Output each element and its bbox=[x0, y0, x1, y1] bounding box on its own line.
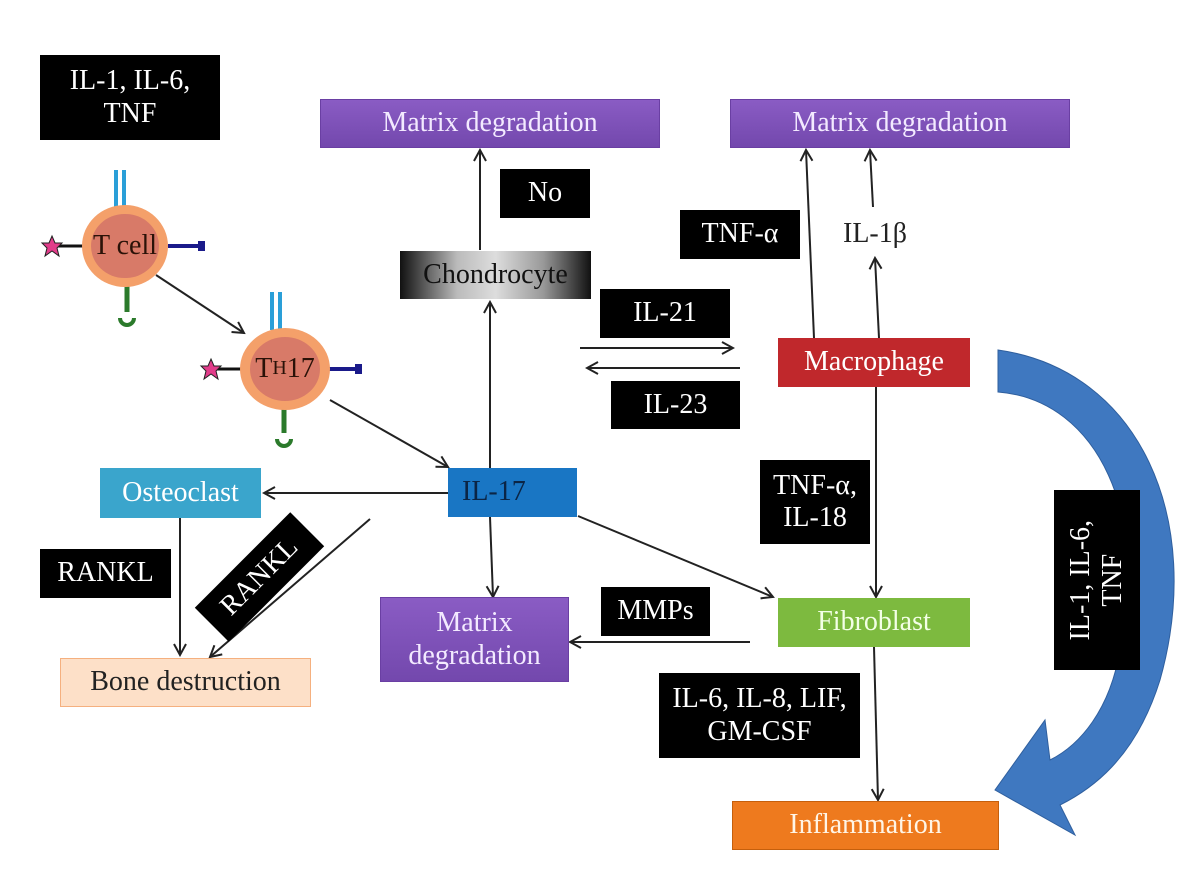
label-line: TNF bbox=[1097, 553, 1129, 607]
node-bone-destruction: Bone destruction bbox=[60, 658, 311, 707]
label-il21: IL-21 bbox=[600, 289, 730, 338]
label-line: IL-18 bbox=[783, 502, 847, 533]
arrow-il17-to-fibroblast bbox=[577, 515, 773, 597]
arrow-il1b-to-matrix bbox=[870, 150, 873, 208]
label-line: TNF bbox=[103, 97, 157, 129]
node-matrix-degradation-top-left: Matrix degradation bbox=[320, 99, 660, 148]
label-line: IL-6, IL-8, LIF, bbox=[672, 683, 847, 715]
node-macrophage: Macrophage bbox=[778, 338, 970, 387]
node-inflammation: Inflammation bbox=[732, 801, 999, 850]
arrow-tcell-to-th17 bbox=[155, 274, 244, 333]
label-line: IL-1, IL-6, bbox=[69, 65, 191, 97]
label-cytokines-top-left: IL-1, IL-6, TNF bbox=[40, 55, 220, 140]
node-fibroblast: Fibroblast bbox=[778, 598, 970, 647]
t-cell-label: T cell bbox=[91, 214, 159, 278]
th17-label-main: T bbox=[255, 352, 273, 384]
label-line: IL-1, IL-6, bbox=[1064, 519, 1096, 641]
t-cell: T cell bbox=[82, 205, 168, 287]
arrow-macrophage-to-matrix-tnf bbox=[806, 150, 815, 339]
label-line: degradation bbox=[408, 639, 541, 671]
label-mmps: MMPs bbox=[601, 587, 710, 636]
label-line: TNF-α, bbox=[773, 469, 857, 501]
label-tnf-il18: TNF-α, IL-18 bbox=[760, 460, 870, 544]
label-no: No bbox=[500, 169, 590, 218]
arrow-il17-to-matrix-bottom bbox=[490, 516, 493, 597]
label-fibroblast-cytokines: IL-6, IL-8, LIF, GM-CSF bbox=[659, 673, 860, 758]
label-curved-arrow-cytokines: IL-1, IL-6, TNF bbox=[1054, 490, 1140, 670]
label-line: GM-CSF bbox=[707, 715, 812, 747]
rotated-label: IL-1, IL-6, TNF bbox=[1065, 520, 1129, 641]
label-tnf-alpha: TNF-α bbox=[680, 210, 800, 259]
arrow-macrophage-to-il1b bbox=[875, 258, 879, 339]
label-rankl-left: RANKL bbox=[40, 549, 171, 598]
tcell-receptors bbox=[40, 170, 205, 327]
node-osteoclast: Osteoclast bbox=[100, 468, 261, 518]
arrow-rankl-to-bone bbox=[210, 518, 371, 657]
label-line: Matrix bbox=[436, 607, 513, 639]
node-chondrocyte: Chondrocyte bbox=[400, 251, 591, 299]
arrow-fibroblast-to-inflammation bbox=[874, 646, 878, 800]
th17-label-num: 17 bbox=[286, 352, 315, 384]
th17-label-sub: H bbox=[272, 357, 287, 380]
node-matrix-degradation-bottom: Matrix degradation bbox=[380, 597, 569, 682]
label-il23: IL-23 bbox=[611, 381, 740, 429]
node-matrix-degradation-top-right: Matrix degradation bbox=[730, 99, 1070, 148]
label-il1-beta: IL-1β bbox=[843, 218, 907, 250]
node-il17: IL-17 bbox=[448, 468, 577, 517]
arrow-th17-to-il17 bbox=[329, 399, 448, 467]
